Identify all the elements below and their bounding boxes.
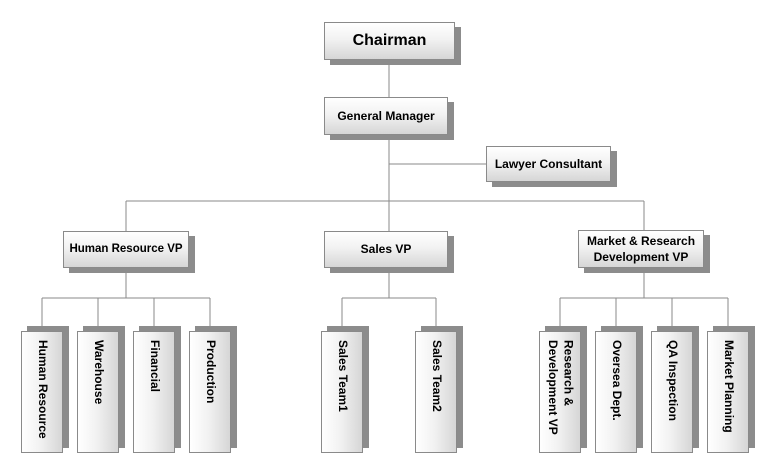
chairman-label: Chairman	[352, 32, 427, 50]
chairman-box: Chairman	[324, 22, 455, 60]
sales-vp-box: Sales VP	[324, 231, 448, 268]
dept-production-label: Production	[203, 340, 218, 404]
lawyer-consultant-box: Lawyer Consultant	[486, 146, 611, 182]
dept-market-planning-label: Market Planning	[721, 340, 736, 433]
lawyer-consultant-label: Lawyer Consultant	[494, 156, 603, 171]
dept-oversea: Oversea Dept.	[595, 331, 637, 453]
hr-vp-label: Human Resource VP	[69, 242, 183, 255]
dept-human-resource: Human Resource	[21, 331, 63, 453]
hr-vp-box: Human Resource VP	[63, 231, 189, 268]
mr-vp-label: Market & Research Development VP	[586, 233, 696, 264]
dept-sales-team2-label: Sales Team2	[429, 340, 444, 412]
dept-research-development: Research & Development VP	[539, 331, 581, 453]
dept-sales-team2: Sales Team2	[415, 331, 457, 453]
dept-warehouse-label: Warehouse	[91, 340, 106, 405]
dept-warehouse: Warehouse	[77, 331, 119, 453]
dept-human-resource-label: Human Resource	[35, 340, 50, 439]
dept-financial: Financial	[133, 331, 175, 453]
dept-research-development-label: Research & Development VP	[546, 340, 576, 435]
sales-vp-label: Sales VP	[360, 242, 412, 257]
dept-market-planning: Market Planning	[707, 331, 749, 453]
dept-oversea-label: Oversea Dept.	[609, 340, 624, 421]
dept-financial-label: Financial	[147, 340, 162, 393]
dept-qa-inspection-label: QA Inspection	[665, 340, 680, 421]
dept-qa-inspection: QA Inspection	[651, 331, 693, 453]
dept-production: Production	[189, 331, 231, 453]
dept-sales-team1-label: Sales Team1	[335, 340, 350, 412]
dept-sales-team1: Sales Team1	[321, 331, 363, 453]
general-manager-label: General Manager	[337, 108, 435, 123]
mr-vp-box: Market & Research Development VP	[578, 230, 704, 268]
general-manager-box: General Manager	[324, 97, 448, 135]
